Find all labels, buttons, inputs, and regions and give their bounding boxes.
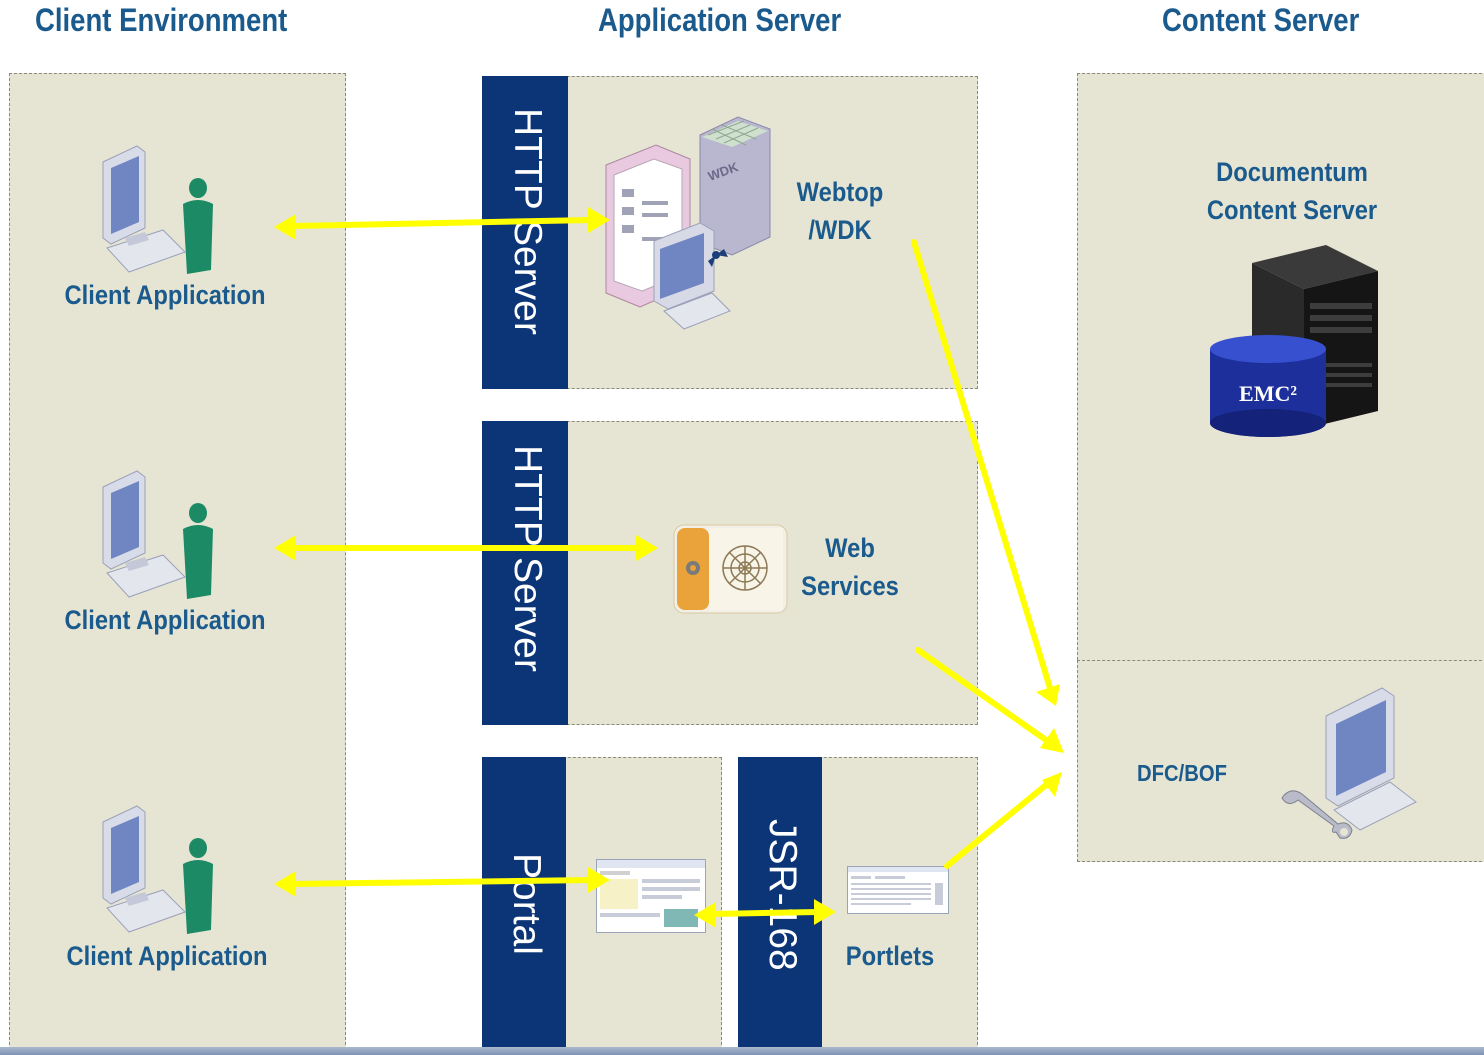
arrow-client1-webtop xyxy=(289,217,595,229)
client-application-label-3: Client Application xyxy=(66,941,268,971)
arrow-webservices-dfc xyxy=(915,647,1049,743)
application-server-title: Application Server xyxy=(598,2,842,38)
webtop-wdk-icon: WDK xyxy=(604,115,774,330)
arrow-portal-portlets xyxy=(709,909,821,917)
bottom-strip xyxy=(0,1047,1484,1055)
client-application-label-2: Client Application xyxy=(64,605,266,635)
web-services-icon xyxy=(673,524,788,614)
webtop-label-line1: Webtop xyxy=(796,177,884,207)
client-computer-icon-3 xyxy=(95,800,225,940)
portlets-screenshot-icon xyxy=(847,866,949,914)
dfc-bof-label: DFC/BOF xyxy=(1137,760,1227,786)
arrow-client3-portal xyxy=(289,877,595,887)
dfc-bof-panel xyxy=(1077,660,1484,862)
web-services-label-line2: Services xyxy=(801,571,899,601)
portlets-label: Portlets xyxy=(845,941,935,971)
webtop-label-line2: /WDK xyxy=(808,215,872,245)
client-application-label-1: Client Application xyxy=(64,280,266,310)
emc-server-icon: EMC² xyxy=(1206,243,1386,438)
emc-logo-text: EMC² xyxy=(1239,381,1297,406)
web-services-label-line1: Web xyxy=(825,533,875,563)
jsr168-bar: JSR-168 xyxy=(738,757,822,1055)
documentum-label-line2: Content Server xyxy=(1206,195,1378,225)
client-computer-icon-1 xyxy=(95,140,225,280)
portal-bar: Portal xyxy=(482,757,566,1055)
documentum-label-line1: Documentum xyxy=(1216,157,1368,187)
arrow-webtop-dfc xyxy=(911,239,1053,691)
portal-screenshot-icon xyxy=(596,859,706,933)
content-server-title: Content Server xyxy=(1162,2,1360,38)
http-server-bar-1: HTTP Server xyxy=(482,76,568,389)
client-environment-title: Client Environment xyxy=(35,2,288,38)
dfc-tools-computer-icon xyxy=(1278,686,1418,841)
client-computer-icon-2 xyxy=(95,465,225,605)
http-server-bar-2: HTTP Server xyxy=(482,421,568,725)
arrow-portlets-dfc xyxy=(944,782,1049,869)
